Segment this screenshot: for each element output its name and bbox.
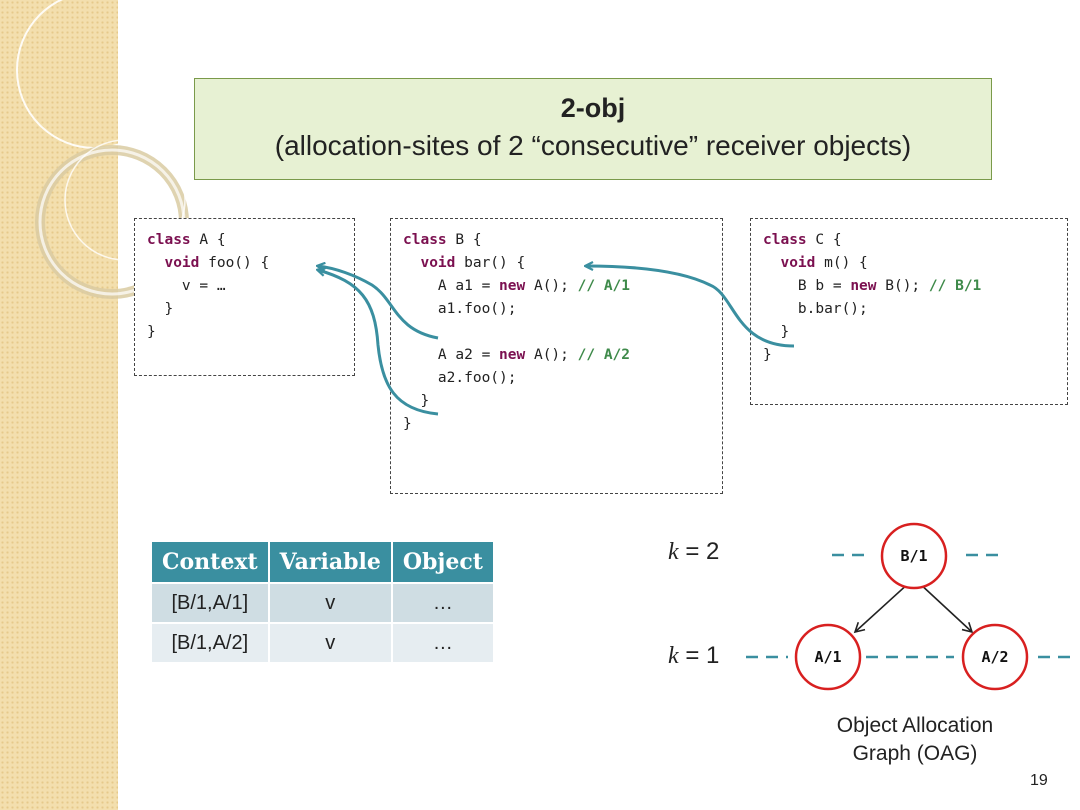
arrow-a1-foo xyxy=(318,266,439,340)
code-comment: // B/1 xyxy=(928,278,982,294)
code-keyword: void xyxy=(164,255,200,271)
graph-caption-line1: Object Allocation xyxy=(836,714,994,737)
node-b1: B/1 xyxy=(880,522,948,590)
k2-value: 2 xyxy=(706,538,720,565)
k1-value: 1 xyxy=(706,642,720,669)
table-cell: v xyxy=(267,582,393,624)
code-line: a2.foo(); xyxy=(403,370,517,386)
class-b-code-box: class B { void bar() { A a1 = new A(); /… xyxy=(390,218,723,494)
code-line: v = … xyxy=(147,278,226,294)
slide-title: 2-obj xyxy=(560,93,626,123)
node-a2: A/2 xyxy=(961,623,1029,691)
code-line: B b = new B(); // B/1 xyxy=(763,278,982,294)
code-keyword: new xyxy=(499,347,526,363)
code-line: } xyxy=(403,416,412,432)
table-cell: … xyxy=(390,622,495,664)
table-cell: … xyxy=(390,582,495,624)
graph-caption-line2: Graph (OAG) xyxy=(852,742,978,765)
slide-subtitle: (allocation-sites of 2 “consecutive” rec… xyxy=(274,130,912,161)
table-header: Variable xyxy=(267,540,393,584)
page-number: 19 xyxy=(1030,772,1048,789)
code-keyword: void xyxy=(780,255,816,271)
code-line: } xyxy=(763,347,772,363)
arrow-b-bar-to-c xyxy=(586,266,795,348)
class-c-code-box: class C { void m() { B b = new B(); // B… xyxy=(750,218,1068,405)
node-a1-label: A/1 xyxy=(814,648,841,666)
edge-b1-a1 xyxy=(853,581,911,634)
code-line: A a1 = new A(); // A/1 xyxy=(403,278,631,294)
code-line: } xyxy=(147,324,156,340)
code-comment: // A/2 xyxy=(577,347,631,363)
code-line: b.bar(); xyxy=(763,301,868,317)
code-keyword: class xyxy=(403,232,447,248)
code-line: } xyxy=(403,393,430,409)
code-keyword: void xyxy=(420,255,456,271)
code-line: class B { xyxy=(403,232,482,248)
table-header: Object xyxy=(390,540,495,584)
code-keyword: class xyxy=(147,232,191,248)
table-row: [B/1,A/1] v … xyxy=(150,582,495,624)
node-b1-label: B/1 xyxy=(900,547,927,565)
code-line: void m() { xyxy=(780,255,868,271)
k1-label: k = 1 xyxy=(668,642,720,669)
oag-graph: B/1 A/1 A/2 xyxy=(746,522,1076,691)
code-keyword: class xyxy=(763,232,807,248)
table-cell: [B/1,A/2] xyxy=(150,622,270,664)
k2-label: k = 2 xyxy=(668,538,720,565)
context-table: Context Variable Object [B/1,A/1] v … [B… xyxy=(150,540,495,664)
code-line: void foo() { xyxy=(164,255,270,271)
graph-caption: Object Allocation Graph (OAG) xyxy=(800,712,1030,768)
node-a1: A/1 xyxy=(794,623,862,691)
class-a-code-box: class A { void foo() { v = … }} xyxy=(134,218,355,376)
code-line: void bar() { xyxy=(420,255,526,271)
code-line: } xyxy=(763,324,790,340)
table-cell: v xyxy=(267,622,393,664)
code-line: } xyxy=(147,301,174,317)
code-comment: // A/1 xyxy=(577,278,631,294)
arrow-a2-foo xyxy=(318,270,439,416)
title-box: 2-obj (allocation-sites of 2 “consecutiv… xyxy=(194,78,992,180)
decorative-sidebar xyxy=(0,0,118,810)
k-symbol: k xyxy=(668,643,679,669)
k-symbol: k xyxy=(668,539,679,565)
table-cell: [B/1,A/1] xyxy=(150,582,270,624)
code-keyword: new xyxy=(499,278,526,294)
code-keyword: new xyxy=(850,278,877,294)
code-line: class A { xyxy=(147,232,226,248)
table-row: [B/1,A/2] v … xyxy=(150,622,495,664)
code-line: class C { xyxy=(763,232,842,248)
node-a2-label: A/2 xyxy=(981,648,1008,666)
code-line: a1.foo(); xyxy=(403,301,517,317)
table-header: Context xyxy=(150,540,270,584)
code-line: A a2 = new A(); // A/2 xyxy=(403,347,631,363)
table-header-row: Context Variable Object xyxy=(150,540,495,584)
edge-b1-a2 xyxy=(917,581,974,634)
